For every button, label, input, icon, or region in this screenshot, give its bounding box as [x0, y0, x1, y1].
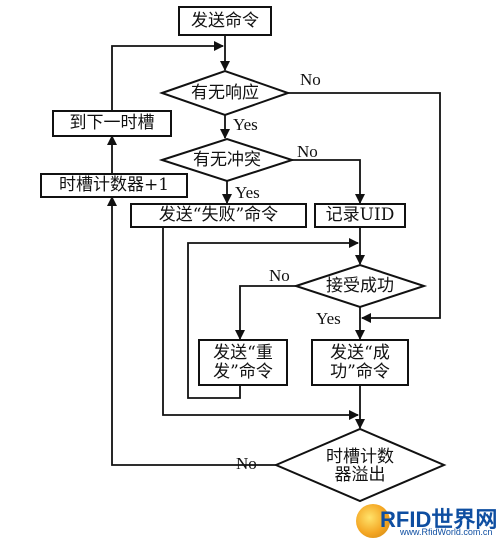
- has-collision-text: 有无冲突: [193, 149, 261, 170]
- edge-collision-no: [292, 159, 365, 204]
- next-slot-text: 到下一时槽: [69, 113, 155, 134]
- send-fail-box: 发送“失败”命令: [130, 203, 307, 228]
- watermark-brand: RFID世界网: [380, 507, 498, 532]
- accept-yes-label: Yes: [316, 309, 341, 328]
- slot-overflow-text: 时槽计数 器溢出: [326, 446, 394, 485]
- send-success-box: 发送“成 功”命令: [311, 339, 409, 386]
- response-no-label: No: [300, 70, 321, 89]
- send-resend-text: 发送“重 发”命令: [213, 343, 273, 382]
- accept-success-text: 接受成功: [326, 275, 394, 296]
- accept-no-label: No: [269, 266, 290, 285]
- edge-overflow-no: [107, 196, 276, 466]
- rfidworld-watermark: RFID世界网 www.RfidWorld.com.cn: [352, 492, 498, 538]
- slot-overflow-diamond: [273, 427, 447, 503]
- send-command-box: 发送命令: [178, 6, 272, 36]
- next-slot-box: 到下一时槽: [52, 110, 172, 137]
- send-fail-text: 发送“失败”命令: [158, 205, 279, 226]
- slot-counter-inc-box: 时槽计数器+1: [40, 173, 188, 198]
- collision-yes-label: Yes: [235, 183, 260, 202]
- slot-counter-inc-text: 时槽计数器+1: [58, 175, 170, 196]
- edge-response-no: [288, 92, 441, 323]
- overflow-no-label: No: [236, 454, 257, 473]
- send-command-text: 发送命令: [191, 10, 259, 31]
- edge-fail-to-merge: [162, 227, 359, 420]
- send-resend-box: 发送“重 发”命令: [198, 339, 288, 386]
- edge-resend-to-merge: [187, 238, 359, 399]
- send-success-text: 发送“成 功”命令: [330, 343, 390, 382]
- record-uid-box: 记录UID: [314, 203, 406, 228]
- collision-no-label: No: [297, 142, 318, 161]
- watermark-url: www.RfidWorld.com.cn: [400, 527, 493, 537]
- accept-success-diamond: [292, 263, 428, 309]
- edge-accept-no: [235, 285, 296, 340]
- record-uid-text: 记录UID: [325, 205, 395, 226]
- edge-next-to-main: [111, 41, 224, 110]
- response-yes-label: Yes: [233, 115, 258, 134]
- rfidworld-logo-icon: [356, 504, 390, 538]
- has-response-text: 有无响应: [191, 82, 259, 103]
